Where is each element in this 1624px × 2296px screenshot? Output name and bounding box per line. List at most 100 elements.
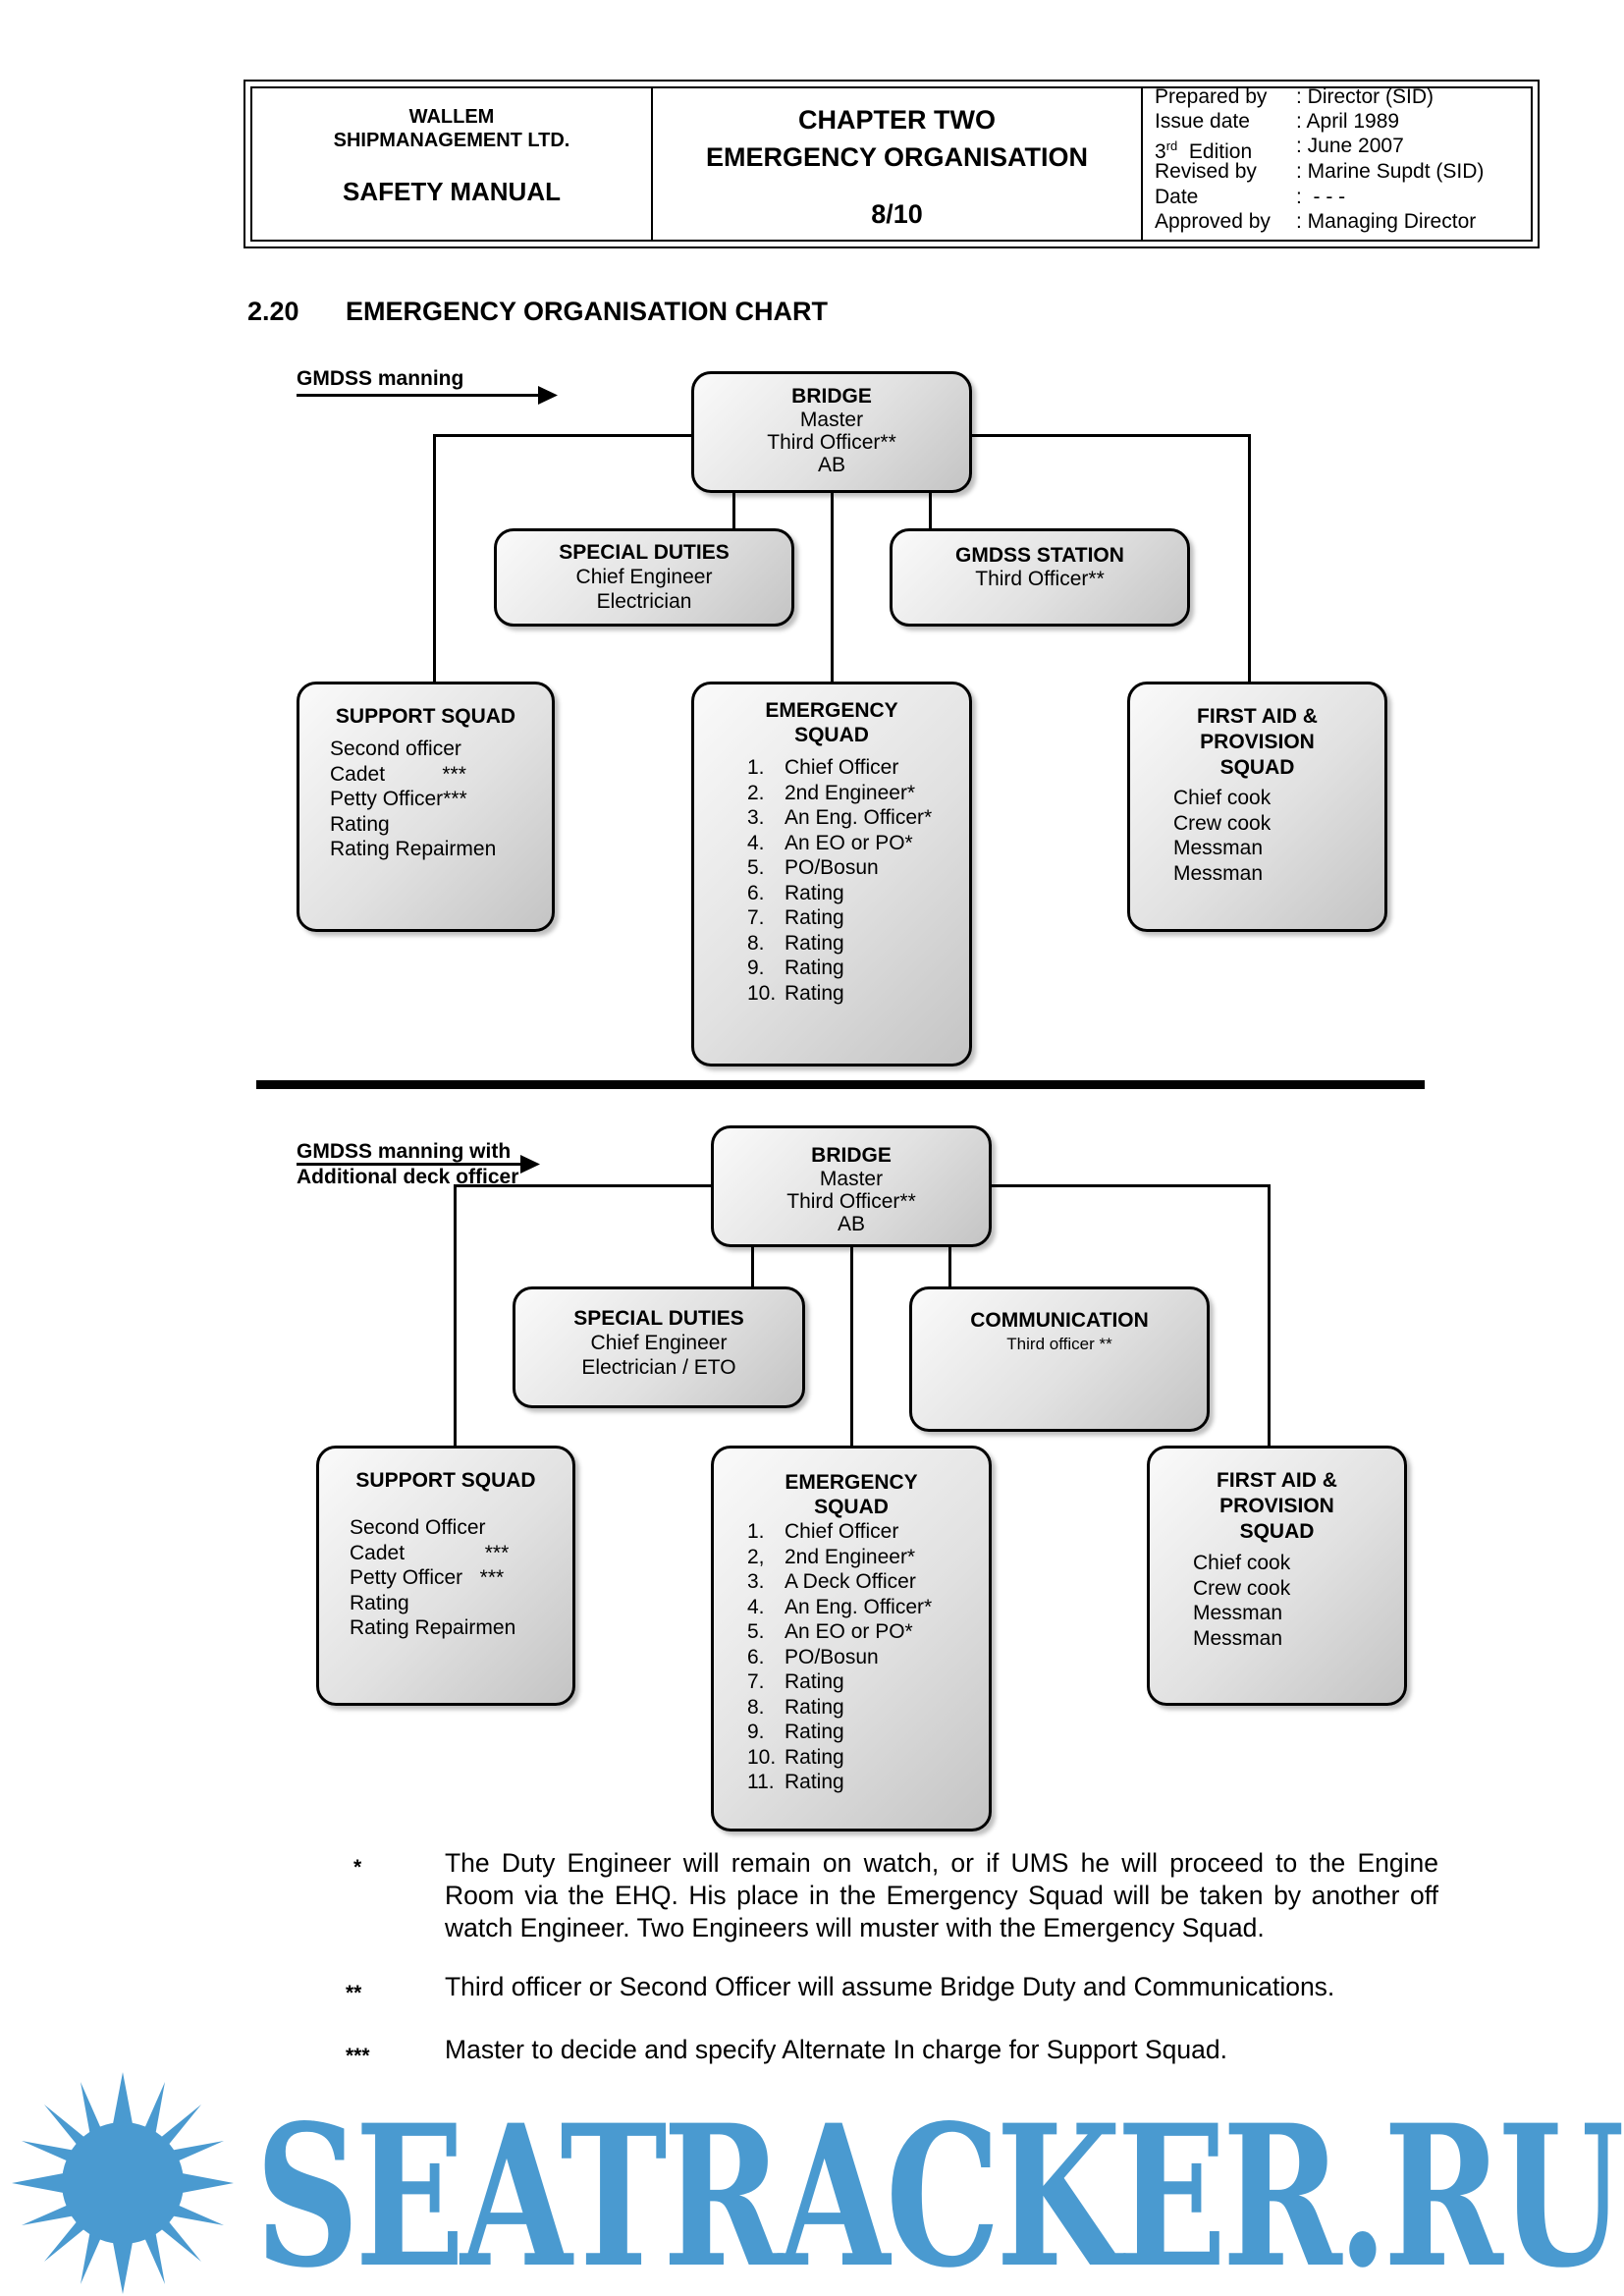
box-line: Rating — [330, 812, 390, 836]
document-metadata: Prepared by : Director (SID) Issue date … — [1143, 85, 1531, 240]
box-title: SQUAD — [814, 1496, 889, 1518]
box-line: Cadet *** — [350, 1541, 510, 1564]
box-list: Second officer Cadet *** Petty Officer**… — [299, 737, 552, 862]
connector-line — [454, 1184, 457, 1446]
section-title: EMERGENCY ORGANISATION CHART — [346, 297, 829, 326]
meta-row: 3rd Edition : June 2007 — [1155, 134, 1547, 163]
arrow-shaft — [297, 1163, 528, 1166]
list-item: 3.A Deck Officer — [747, 1570, 916, 1593]
box-list: Second Officer Cadet *** Petty Officer *… — [319, 1515, 572, 1641]
box-line: Messman — [1193, 1626, 1283, 1650]
box-line: AB — [837, 1213, 865, 1235]
box-title: BRIDGE — [791, 385, 872, 408]
edition-suffix: rd — [1165, 138, 1178, 153]
company-name-line1: WALLEM — [408, 106, 495, 128]
box-title: EMERGENCY — [785, 1471, 918, 1494]
box-list: Chief cook Crew cook Messman Messman — [1130, 786, 1384, 886]
special-duties-box: SPECIAL DUTIES Chief Engineer Electricia… — [494, 528, 794, 627]
box-line: AB — [817, 454, 845, 476]
box-line: Master — [799, 409, 864, 431]
meta-row: Issue date : April 1989 — [1155, 109, 1547, 134]
connector-line — [751, 1245, 754, 1287]
box-line: Crew cook — [1193, 1576, 1291, 1600]
box-title: BRIDGE — [811, 1144, 892, 1167]
box-line: Messman — [1173, 837, 1264, 859]
gmdss-manning-label: GMDSS manning — [297, 367, 464, 390]
list-item: 4.An Eng. Officer* — [747, 1595, 933, 1618]
meta-label: 3rd Edition — [1155, 134, 1252, 164]
meta-label: Approved by — [1155, 210, 1271, 233]
list-item: 5.PO/Bosun — [747, 856, 879, 879]
meta-value: : - - - — [1296, 186, 1346, 208]
box-line: Crew cook — [1173, 811, 1272, 835]
footnote-mark: * — [353, 1856, 362, 1879]
bridge-box: BRIDGE Master Third Officer** AB — [711, 1125, 992, 1247]
meta-value: : Director (SID) — [1296, 85, 1435, 108]
box-title: EMERGENCY — [765, 699, 898, 722]
box-line: Messman — [1173, 861, 1264, 885]
meta-label: Issue date — [1155, 110, 1250, 133]
arrow-shaft — [297, 394, 544, 397]
meta-row: Approved by : Managing Director — [1155, 209, 1547, 234]
box-title: PROVISION — [1200, 731, 1315, 753]
box-line: Electrician — [596, 590, 692, 613]
chapter-cell: CHAPTER TWO EMERGENCY ORGANISATION 8/10 — [653, 88, 1143, 240]
arrow-head-icon — [538, 386, 558, 405]
chapter-number: CHAPTER TWO — [798, 105, 996, 135]
box-title: COMMUNICATION — [970, 1309, 1149, 1332]
box-title: SQUAD — [1239, 1520, 1315, 1543]
box-line: Master — [819, 1168, 884, 1190]
list-item: 8.Rating — [747, 931, 844, 955]
box-line: Rating — [350, 1591, 409, 1614]
box-line: Chief cook — [1173, 787, 1272, 809]
meta-value: : April 1989 — [1296, 110, 1400, 133]
connector-line — [1268, 1184, 1271, 1446]
box-line: Electrician / ETO — [581, 1356, 736, 1379]
box-title: SPECIAL DUTIES — [559, 541, 730, 564]
box-title: GMDSS STATION — [955, 544, 1124, 567]
first-aid-provision-box: FIRST AID & PROVISION SQUAD Chief cook C… — [1147, 1446, 1407, 1706]
meta-value: : June 2007 — [1296, 135, 1404, 157]
page-number: 8/10 — [871, 199, 923, 229]
bridge-box: BRIDGE Master Third Officer** AB — [691, 371, 972, 493]
meta-row: Date : - - - — [1155, 185, 1547, 209]
box-line: Third Officer** — [975, 568, 1105, 590]
box-line: Petty Officer*** — [330, 788, 467, 810]
box-title: SQUAD — [1219, 756, 1295, 779]
box-list: Chief cook Crew cook Messman Messman — [1150, 1551, 1404, 1651]
box-list: 1.Chief Officer 2.2nd Engineer* 3.An Eng… — [694, 755, 969, 1006]
list-item: 10.Rating — [747, 1745, 844, 1769]
list-item: 1.Chief Officer — [747, 756, 899, 779]
manual-title: SAFETY MANUAL — [343, 177, 561, 206]
list-item: 9.Rating — [747, 957, 844, 979]
gmdss-station-box: GMDSS STATION Third Officer** — [890, 528, 1190, 627]
connector-line — [454, 1184, 713, 1187]
connector-line — [948, 1245, 951, 1287]
box-line: Second Officer — [350, 1516, 486, 1539]
meta-row: Revised by : Marine Supdt (SID) — [1155, 159, 1547, 184]
meta-label: Date — [1155, 186, 1199, 208]
box-line: Messman — [1193, 1602, 1283, 1624]
list-item: 6.Rating — [747, 881, 844, 904]
watermark-text: SEATRACKER.RU — [255, 2082, 1622, 2296]
gmdss-manning-label-line1: GMDSS manning with — [297, 1140, 512, 1163]
box-title: SUPPORT SQUAD — [355, 1469, 536, 1492]
box-line: Chief Engineer — [575, 566, 713, 588]
footnote-text: Master to decide and specify Alternate I… — [445, 2035, 1227, 2064]
box-line: Third officer ** — [1006, 1335, 1112, 1353]
list-item: 9.Rating — [747, 1721, 844, 1743]
sun-logo-icon — [12, 2072, 234, 2294]
special-duties-box: SPECIAL DUTIES Chief Engineer Electricia… — [513, 1286, 805, 1408]
box-list: 1.Chief Officer 2,2nd Engineer* 3.A Deck… — [714, 1519, 989, 1795]
box-line: Third Officer** — [786, 1190, 916, 1213]
list-item: 8.Rating — [747, 1695, 844, 1719]
company-name-line2: SHIPMANAGEMENT LTD. — [333, 130, 570, 151]
connector-line — [831, 491, 834, 684]
box-line: Rating Repairmen — [350, 1616, 516, 1639]
meta-value: : Managing Director — [1296, 210, 1477, 233]
communication-box: COMMUNICATION Third officer ** — [909, 1286, 1210, 1432]
header-table: WALLEM SHIPMANAGEMENT LTD. SAFETY MANUAL… — [244, 80, 1540, 248]
list-item: 2.2nd Engineer* — [747, 781, 916, 804]
box-line: Petty Officer *** — [350, 1566, 505, 1589]
footnote-mark: ** — [346, 1982, 362, 2004]
